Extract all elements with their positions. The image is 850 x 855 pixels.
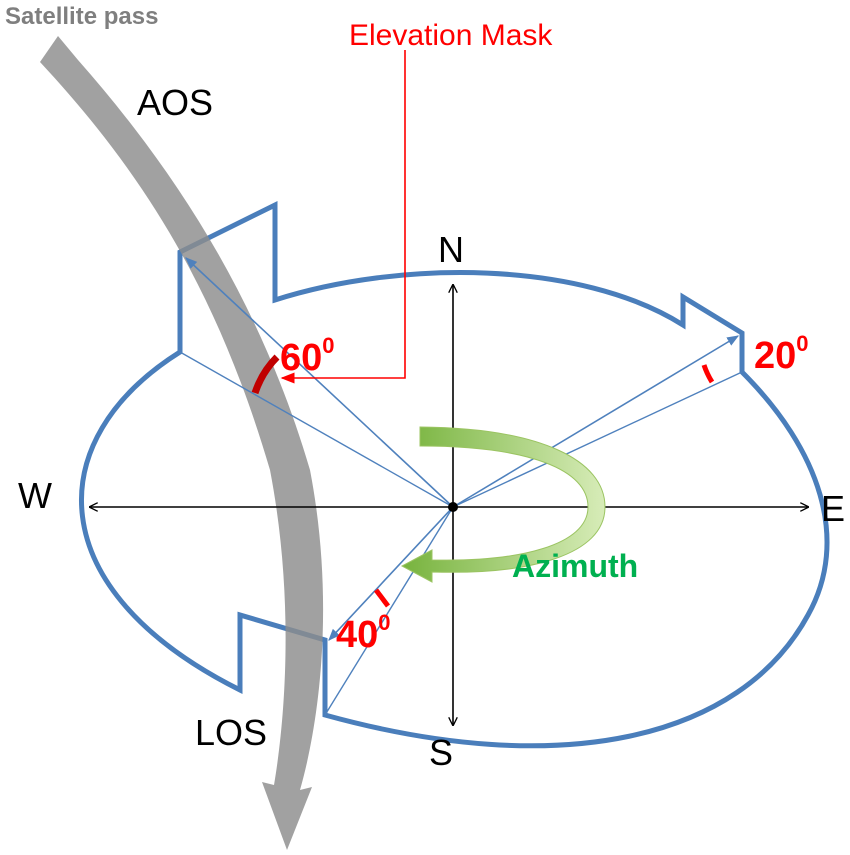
aos-ground-line — [179, 351, 454, 508]
east-elevation-arc — [701, 364, 715, 384]
aos-sight-line — [185, 257, 454, 508]
aos-angle-unit: 0 — [322, 333, 334, 358]
satellite-pass-label: Satellite pass — [5, 3, 158, 30]
los-angle-value: 40 — [336, 614, 378, 656]
horizon-ellipse — [79, 200, 830, 749]
elevation-mask-pointer — [280, 50, 406, 384]
aos-angle-value: 60 — [280, 337, 322, 379]
los-label: LOS — [195, 712, 267, 753]
satellite-pass-band — [40, 36, 324, 850]
los-angle-unit: 0 — [378, 610, 390, 635]
los-angle-label: 400 — [336, 610, 391, 656]
east-label: E — [821, 488, 845, 529]
los-elevation-arc — [374, 588, 390, 608]
aos-label: AOS — [137, 82, 213, 123]
east-angle-unit: 0 — [796, 331, 808, 356]
los-sight-line — [328, 506, 454, 641]
observer-point — [448, 502, 458, 512]
los-ground-line — [324, 506, 454, 716]
aos-angle-label: 600 — [280, 333, 335, 379]
aos-elevation-arc — [251, 354, 280, 395]
east-angle-label: 200 — [754, 331, 809, 377]
elevation-mask-label: Elevation Mask — [349, 19, 553, 52]
west-label: W — [18, 475, 52, 516]
east-ground-line — [452, 371, 743, 508]
north-label: N — [438, 229, 464, 270]
east-sight-line — [452, 335, 740, 508]
azimuth-arrow — [400, 426, 606, 583]
azimuth-label: Azimuth — [512, 548, 638, 584]
south-label: S — [429, 732, 453, 773]
east-angle-value: 20 — [754, 335, 796, 377]
